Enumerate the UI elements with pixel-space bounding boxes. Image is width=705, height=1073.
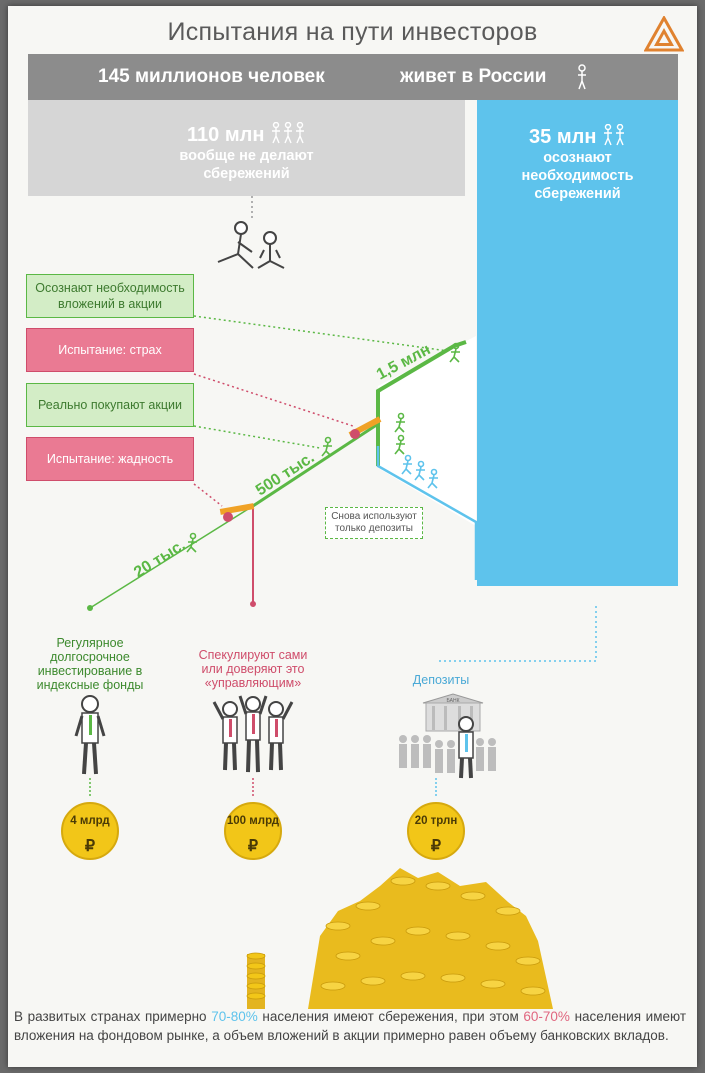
realize-stocks-box: Осознают необходимость вложений в акции [26,274,194,318]
savers-text-2: необходимость [521,168,634,184]
deposits-amount: 20 трлн [414,815,458,827]
non-savers-text-1: вообще не делают [179,148,314,164]
population-banner: 145 миллионов человек живет в России [28,54,678,100]
person-icon [578,64,586,90]
speculators-label: Спекулируют сами или доверяют это «управ… [198,648,308,690]
index-funds-coin: 4 млрд ₽ [61,802,119,860]
population-count: 145 миллионов человек [98,66,325,87]
speculators-coin: 100 млрд ₽ [224,802,282,860]
depositor-figure-icon [458,716,474,779]
savers-block [477,100,678,586]
deposits-label: Депозиты [412,673,470,687]
barrier-icon [219,503,255,522]
investor-figure-icon [74,695,106,775]
funnel-shape [378,336,476,526]
savers-count: 35 млн [529,126,597,148]
greed-test-box: Испытание: жадность [26,437,194,481]
buy-stocks-box: Реально покупают акции [26,383,194,427]
depositors-crowd-icon [399,735,496,773]
bank-sign: БАНК [446,698,459,704]
savers-text-3: сбережений [534,186,621,202]
population-location: живет в России [400,66,547,87]
non-savers-count: 110 млн [187,124,265,146]
deposits-coin: 20 трлн ₽ [407,802,465,860]
index-funds-amount: 4 млрд [70,815,110,827]
barrier-icon [348,416,382,439]
people-icon [271,121,304,144]
infographic: Испытания на пути инвесторов 145 миллион… [8,6,697,1067]
deposit-note: Снова используют только депозиты [325,507,423,539]
ruble-icon: ₽ [247,838,259,855]
footer-text-part: населения имеют сбережения, при этом [257,1009,524,1024]
page-title: Испытания на пути инвесторов [167,18,538,46]
footer-savings-percent: 70-80% [211,1009,258,1024]
ruble-icon: ₽ [84,838,96,855]
flow-diagram: 1,5 млн 500 тыс. 20 тыс. [74,196,597,1009]
people-icon [603,123,624,146]
logo-icon [644,16,684,52]
speculators-group-icon [212,695,294,773]
stage-2-label: 500 тыс. [253,449,318,499]
coin-pile-icon [246,868,553,1009]
non-savers-block: 110 млн вообще не делают сбережений [28,100,465,196]
index-funds-label: Регулярное долгосрочное инвестирование в… [36,636,144,692]
fear-test-box: Испытание: страх [26,328,194,372]
savers-text-1: осознают [543,150,612,166]
ruble-icon: ₽ [430,838,442,855]
sitting-people-icon [217,221,285,269]
stage-3-label: 20 тыс. [131,537,188,582]
footer-text: В развитых странах примерно 70-80% насел… [14,1007,686,1045]
walking-people-icon [186,342,460,553]
savers-text: 35 млн осознают необходимость сбережений [477,123,678,203]
bank-icon: БАНК [422,693,484,732]
speculators-amount: 100 млрд [226,815,280,827]
non-savers-text-2: сбережений [203,166,290,182]
footer-text-part: населения имеют вложения на фондовом рын… [14,1009,686,1043]
footer-text-part: В развитых странах примерно [14,1009,212,1024]
footer-investment-percent: 60-70% [523,1009,570,1024]
